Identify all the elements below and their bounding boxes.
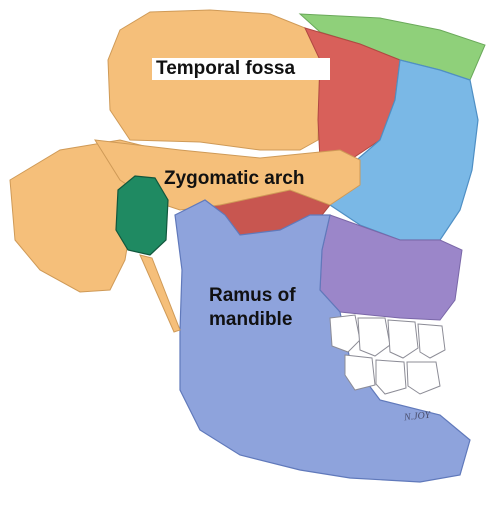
tooth: [357, 317, 391, 357]
mandibular-condyle: [115, 175, 169, 256]
zygomatic-arch-label: Zygomatic arch: [164, 168, 305, 189]
tooth: [406, 361, 441, 395]
tooth: [329, 314, 361, 353]
tooth: [417, 323, 446, 359]
tooth: [344, 354, 376, 391]
teeth-group: [329, 314, 446, 395]
tooth: [387, 319, 419, 359]
temporal-fossa-label: Temporal fossa: [152, 58, 330, 80]
ramus-label-line2: mandible: [209, 309, 293, 330]
tooth: [375, 359, 407, 395]
styloid-process: [139, 254, 181, 333]
mandible-region: [174, 199, 471, 483]
ramus-of-mandible-label: Ramus of mandible: [205, 284, 325, 332]
ramus-label-line1: Ramus of: [209, 285, 296, 306]
temporal-bone-region: [107, 9, 321, 151]
